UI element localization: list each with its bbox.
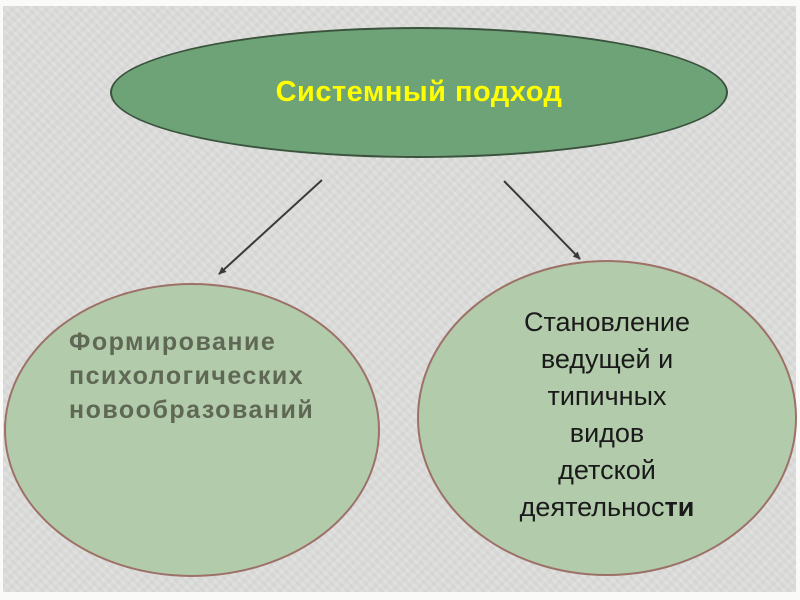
- title-ellipse[interactable]: Системный подход: [110, 27, 728, 158]
- text-line: детской: [558, 455, 656, 485]
- text-line-regular-part: деятельнос: [519, 492, 665, 522]
- text-line: Становление: [523, 307, 690, 337]
- arrow-to-right-ellipse: [503, 180, 581, 260]
- left-ellipse[interactable]: Формирование психологических новообразов…: [4, 283, 380, 577]
- text-line: Формирование: [69, 328, 277, 356]
- text-line: типичных: [547, 381, 667, 411]
- right-ellipse-text: Становление ведущей и типичных видов дет…: [419, 304, 795, 526]
- arrow-to-left-ellipse: [218, 179, 323, 275]
- slide-background: Системный подход Формирование психологич…: [3, 6, 797, 592]
- title-text: Системный подход: [275, 76, 563, 108]
- text-line: психологических: [69, 362, 305, 390]
- text-line: видов: [569, 418, 645, 448]
- right-ellipse[interactable]: Становление ведущей и типичных видов дет…: [417, 260, 797, 576]
- text-line: ведущей и: [540, 344, 674, 374]
- text-line-bold-part: ти: [664, 492, 695, 522]
- text-line: новообразований: [69, 396, 315, 424]
- left-ellipse-text: Формирование психологических новообразов…: [69, 325, 314, 427]
- text-line: деятельности: [419, 489, 795, 526]
